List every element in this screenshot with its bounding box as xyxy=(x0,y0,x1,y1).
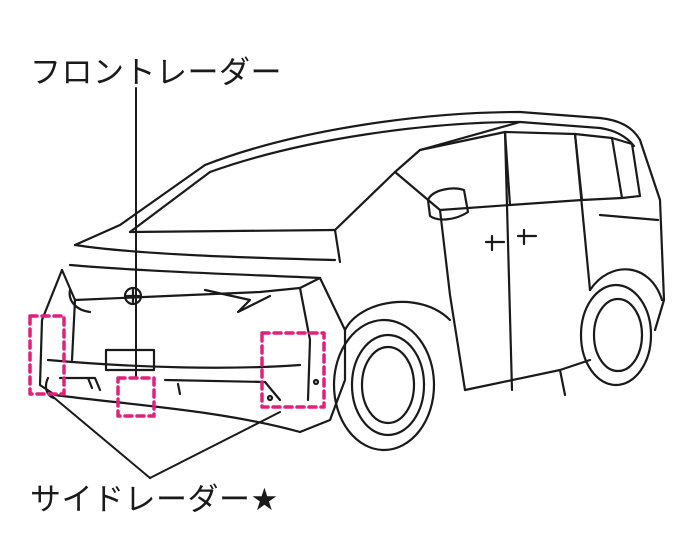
front-wheel xyxy=(332,300,452,452)
side-radar-left-box xyxy=(28,314,66,396)
side-radar-leader-left xyxy=(51,395,151,479)
callout-leaders xyxy=(51,87,281,479)
side-radar-leader-right xyxy=(149,411,281,479)
radar-highlights xyxy=(28,314,326,418)
side-radar-label: サイドレーダー★ xyxy=(30,482,279,518)
front-radar-box xyxy=(116,376,156,418)
rear-wheel xyxy=(579,283,653,387)
van-body xyxy=(38,110,666,434)
side-radar-right-box xyxy=(260,331,326,409)
front-radar-label: フロントレーダー xyxy=(30,55,282,91)
